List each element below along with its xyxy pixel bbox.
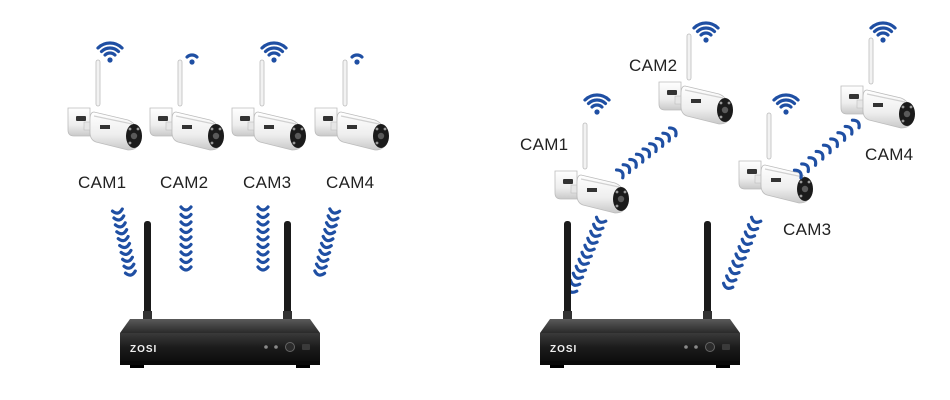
left-panel-star-topology: ZOSI	[68, 43, 389, 368]
left-camera-1	[68, 60, 142, 150]
nvr-brand-logo: ZOSI	[550, 344, 577, 355]
right-signal-waves-nvr-cam1	[566, 217, 605, 294]
right-cam3-wifi-icon-full	[774, 95, 798, 115]
right-cam4-wifi-icon-full	[871, 23, 895, 43]
right-signal-waves-cam3-cam4	[794, 118, 861, 178]
right-cam2-label: CAM2	[629, 56, 677, 76]
left-signal-waves-3	[258, 207, 268, 270]
left-nvr-recorder: ZOSI	[120, 221, 320, 368]
left-cam3-wifi-icon-full	[262, 43, 286, 63]
nvr-brand-logo: ZOSI	[130, 344, 157, 355]
left-signal-waves-1	[112, 209, 135, 276]
right-camera-4	[841, 38, 915, 128]
right-cam1-wifi-icon-full	[585, 95, 609, 115]
left-cam2-label: CAM2	[160, 173, 208, 193]
left-cam1-label: CAM1	[78, 173, 126, 193]
left-camera-2	[150, 60, 224, 150]
right-camera-2	[659, 34, 733, 124]
right-cam2-wifi-icon-full	[694, 23, 718, 43]
left-signal-waves-2	[181, 207, 191, 270]
right-cam3-label: CAM3	[783, 220, 831, 240]
left-camera-4	[315, 60, 389, 150]
left-cam4-wifi-icon-weak	[352, 55, 362, 65]
right-camera-3	[739, 113, 813, 203]
right-signal-waves-cam1-cam2	[617, 126, 679, 178]
left-signal-waves-4	[314, 209, 339, 276]
left-cam2-wifi-icon-weak	[187, 55, 197, 65]
right-nvr-recorder: ZOSI	[540, 221, 740, 368]
left-camera-3	[232, 60, 306, 150]
right-panel-relay-topology: ZOSI	[540, 23, 915, 368]
right-signal-waves-nvr-cam3	[722, 217, 760, 290]
right-cam4-label: CAM4	[865, 145, 913, 165]
left-cam1-wifi-icon-full	[98, 43, 122, 63]
right-cam1-label: CAM1	[520, 135, 568, 155]
left-cam3-label: CAM3	[243, 173, 291, 193]
left-cam4-label: CAM4	[326, 173, 374, 193]
